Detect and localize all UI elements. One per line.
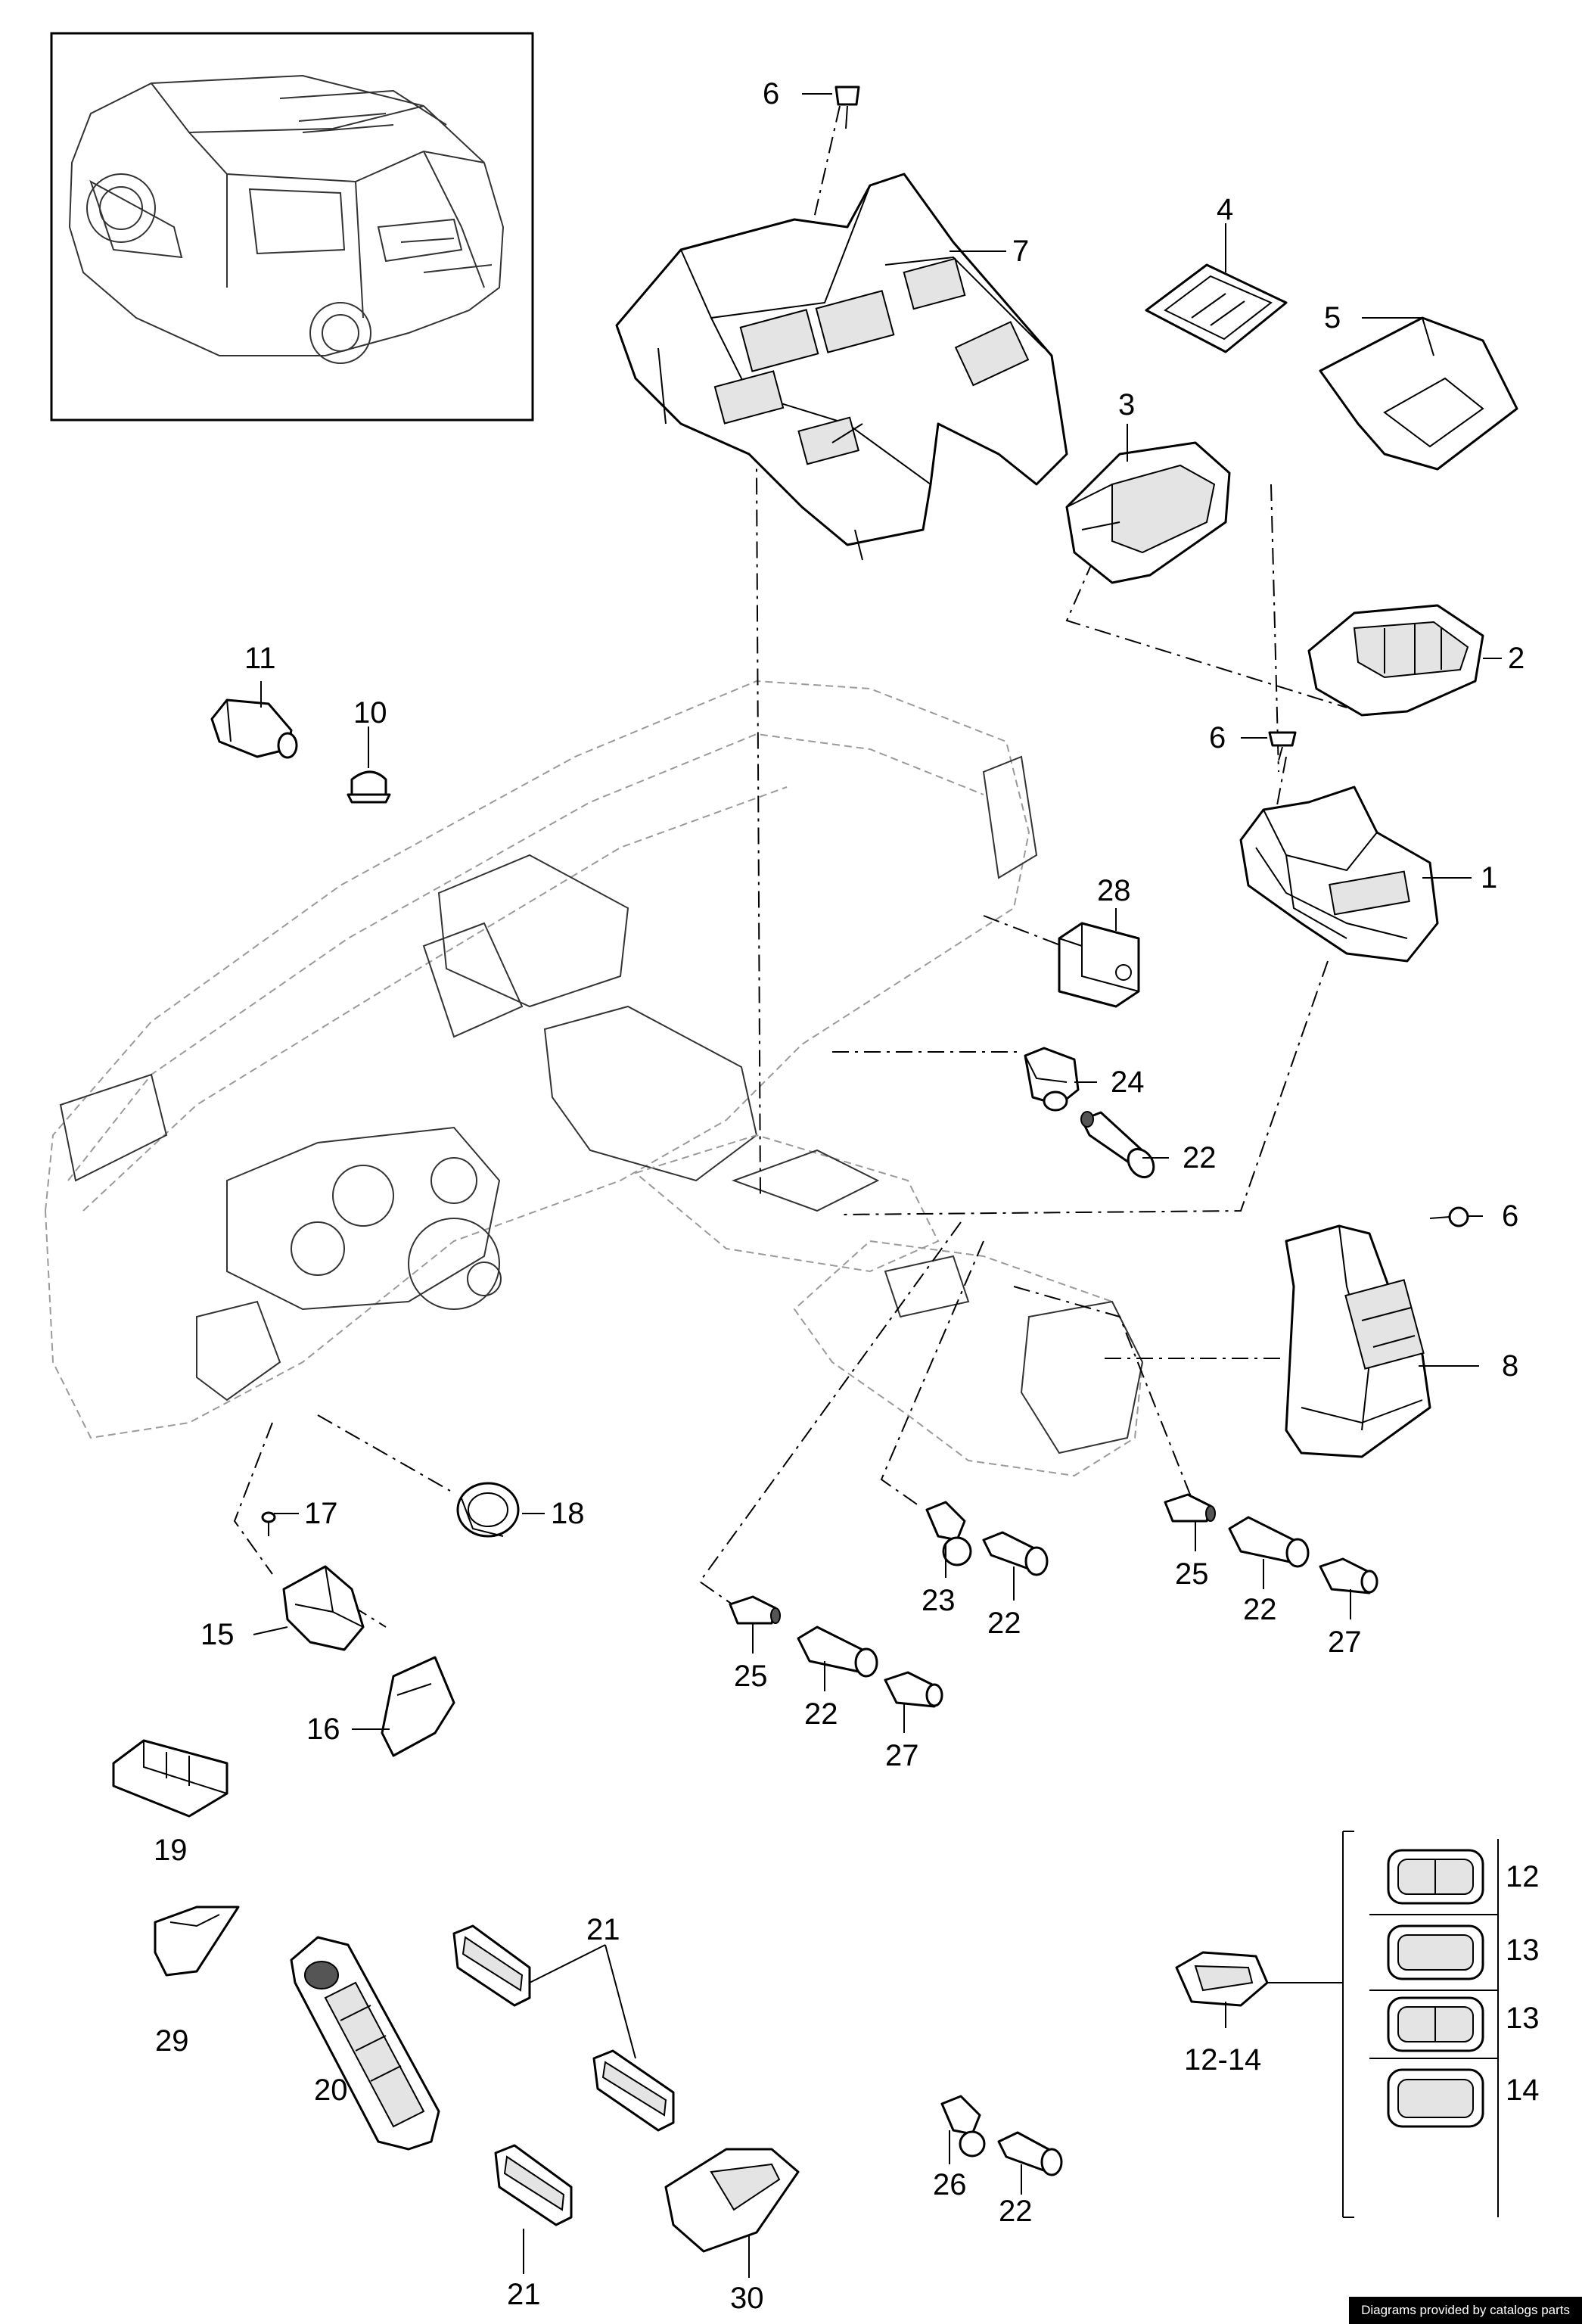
part-22-socket-d[interactable] — [797, 1626, 878, 1678]
callout-5: 5 — [1324, 301, 1341, 334]
variant-13a-switch-face[interactable] — [1387, 1924, 1484, 1980]
part-21-switch-a[interactable] — [452, 1924, 531, 2007]
callout-30: 30 — [730, 2282, 764, 2315]
part-5-trim-frame[interactable] — [1319, 316, 1518, 471]
footer-credit: Diagrams provided by catalogs parts — [1349, 2297, 1582, 2324]
part-17-screw[interactable] — [261, 1511, 276, 1536]
callout-25-a: 25 — [1175, 1557, 1209, 1591]
callout-20: 20 — [314, 2074, 348, 2107]
callout-8: 8 — [1502, 1349, 1518, 1383]
callout-6-right: 6 — [1502, 1199, 1518, 1233]
variant-14-switch-face[interactable] — [1387, 2068, 1484, 2128]
callout-12: 12 — [1506, 1860, 1540, 1893]
part-29-switch[interactable] — [154, 1906, 240, 1977]
callout-24: 24 — [1111, 1066, 1145, 1099]
part-22-socket-a[interactable] — [1080, 1111, 1159, 1182]
dashboard-body — [44, 680, 1144, 1477]
part-25-socket-b[interactable] — [729, 1595, 781, 1625]
part-4-pad[interactable] — [1145, 263, 1288, 353]
callout-21-bottom: 21 — [507, 2278, 541, 2311]
callout-27-b: 27 — [885, 1739, 919, 1772]
part-10-button[interactable] — [347, 770, 391, 804]
part-24-socket-housing[interactable] — [1024, 1047, 1080, 1112]
part-19-switch-block[interactable] — [112, 1739, 228, 1818]
vehicle-illustration — [68, 74, 505, 364]
callout-17: 17 — [304, 1497, 338, 1530]
part-18-rotary-switch[interactable] — [456, 1482, 520, 1538]
part-3-cover[interactable] — [1065, 441, 1231, 584]
part-22-socket-e[interactable] — [997, 2131, 1063, 2176]
part-11-switch[interactable] — [210, 698, 298, 759]
part-2-switch-strip[interactable] — [1307, 604, 1484, 717]
part-20-window-switch-panel[interactable] — [290, 1936, 440, 2151]
part-1-console-frame[interactable] — [1239, 786, 1439, 963]
callout-10: 10 — [353, 696, 387, 730]
callout-leaders — [253, 93, 1502, 2278]
callout-22-c: 22 — [1243, 1593, 1277, 1626]
callout-27-a: 27 — [1328, 1626, 1362, 1659]
part-27-socket-a[interactable] — [1319, 1557, 1378, 1594]
callout-29: 29 — [155, 2024, 189, 2058]
part-21-switch-b[interactable] — [592, 2049, 675, 2132]
callout-22-b: 22 — [987, 1607, 1021, 1640]
part-27-socket-b[interactable] — [884, 1671, 943, 1708]
variant-13b-switch-face[interactable] — [1387, 1996, 1484, 2052]
callout-16: 16 — [306, 1713, 340, 1746]
callout-22-e: 22 — [999, 2195, 1033, 2228]
callout-13a: 13 — [1506, 1934, 1540, 1967]
vehicle-inset — [50, 32, 534, 422]
callout-labels: 1 2 3 4 5 6 6 6 7 8 10 11 12 13 13 14 12… — [154, 77, 1540, 2315]
part-21-switch-c[interactable] — [494, 2144, 573, 2226]
callout-13b: 13 — [1506, 2002, 1540, 2035]
part-6-screw-right[interactable] — [1429, 1206, 1469, 1227]
callout-26: 26 — [933, 2168, 967, 2201]
callout-22-d: 22 — [804, 1697, 838, 1731]
callout-25-b: 25 — [734, 1660, 768, 1693]
part-15-bracket[interactable] — [282, 1565, 365, 1651]
part-22-socket-b[interactable] — [982, 1531, 1049, 1576]
part-28-switch[interactable] — [1058, 922, 1140, 1008]
part-7-roof-console[interactable] — [615, 173, 1068, 561]
callout-23: 23 — [922, 1584, 956, 1617]
callout-11: 11 — [244, 642, 276, 675]
part-25-socket-a[interactable] — [1164, 1493, 1216, 1523]
callout-1: 1 — [1481, 861, 1497, 894]
callout-7: 7 — [1012, 235, 1029, 268]
variant-12-switch-face[interactable] — [1387, 1849, 1484, 1905]
part-30-switch[interactable] — [664, 2148, 800, 2253]
callout-3: 3 — [1118, 388, 1135, 422]
variant-list-bracket — [1267, 1831, 1499, 2218]
callout-21-top: 21 — [586, 1913, 620, 1946]
part-26-socket[interactable] — [940, 2095, 986, 2158]
part-8-rear-panel[interactable] — [1285, 1224, 1431, 1458]
callout-14: 14 — [1506, 2074, 1540, 2107]
callout-18: 18 — [551, 1497, 585, 1530]
callout-6-top: 6 — [763, 77, 779, 110]
callout-22-a: 22 — [1183, 1141, 1217, 1174]
callout-15: 15 — [200, 1618, 235, 1651]
callout-28: 28 — [1097, 874, 1131, 907]
part-12-14-switch[interactable] — [1175, 1951, 1269, 2007]
callout-4: 4 — [1217, 193, 1233, 226]
part-22-socket-c[interactable] — [1228, 1516, 1310, 1568]
callout-12-14: 12-14 — [1184, 2043, 1261, 2077]
callout-19: 19 — [154, 1834, 188, 1867]
part-6-screw-top[interactable] — [835, 86, 860, 129]
part-6-screw-mid[interactable] — [1268, 731, 1297, 761]
part-23-socket[interactable] — [925, 1501, 972, 1566]
callout-6-mid: 6 — [1209, 721, 1226, 754]
callout-2: 2 — [1508, 642, 1525, 675]
part-16-trim[interactable] — [381, 1656, 455, 1757]
